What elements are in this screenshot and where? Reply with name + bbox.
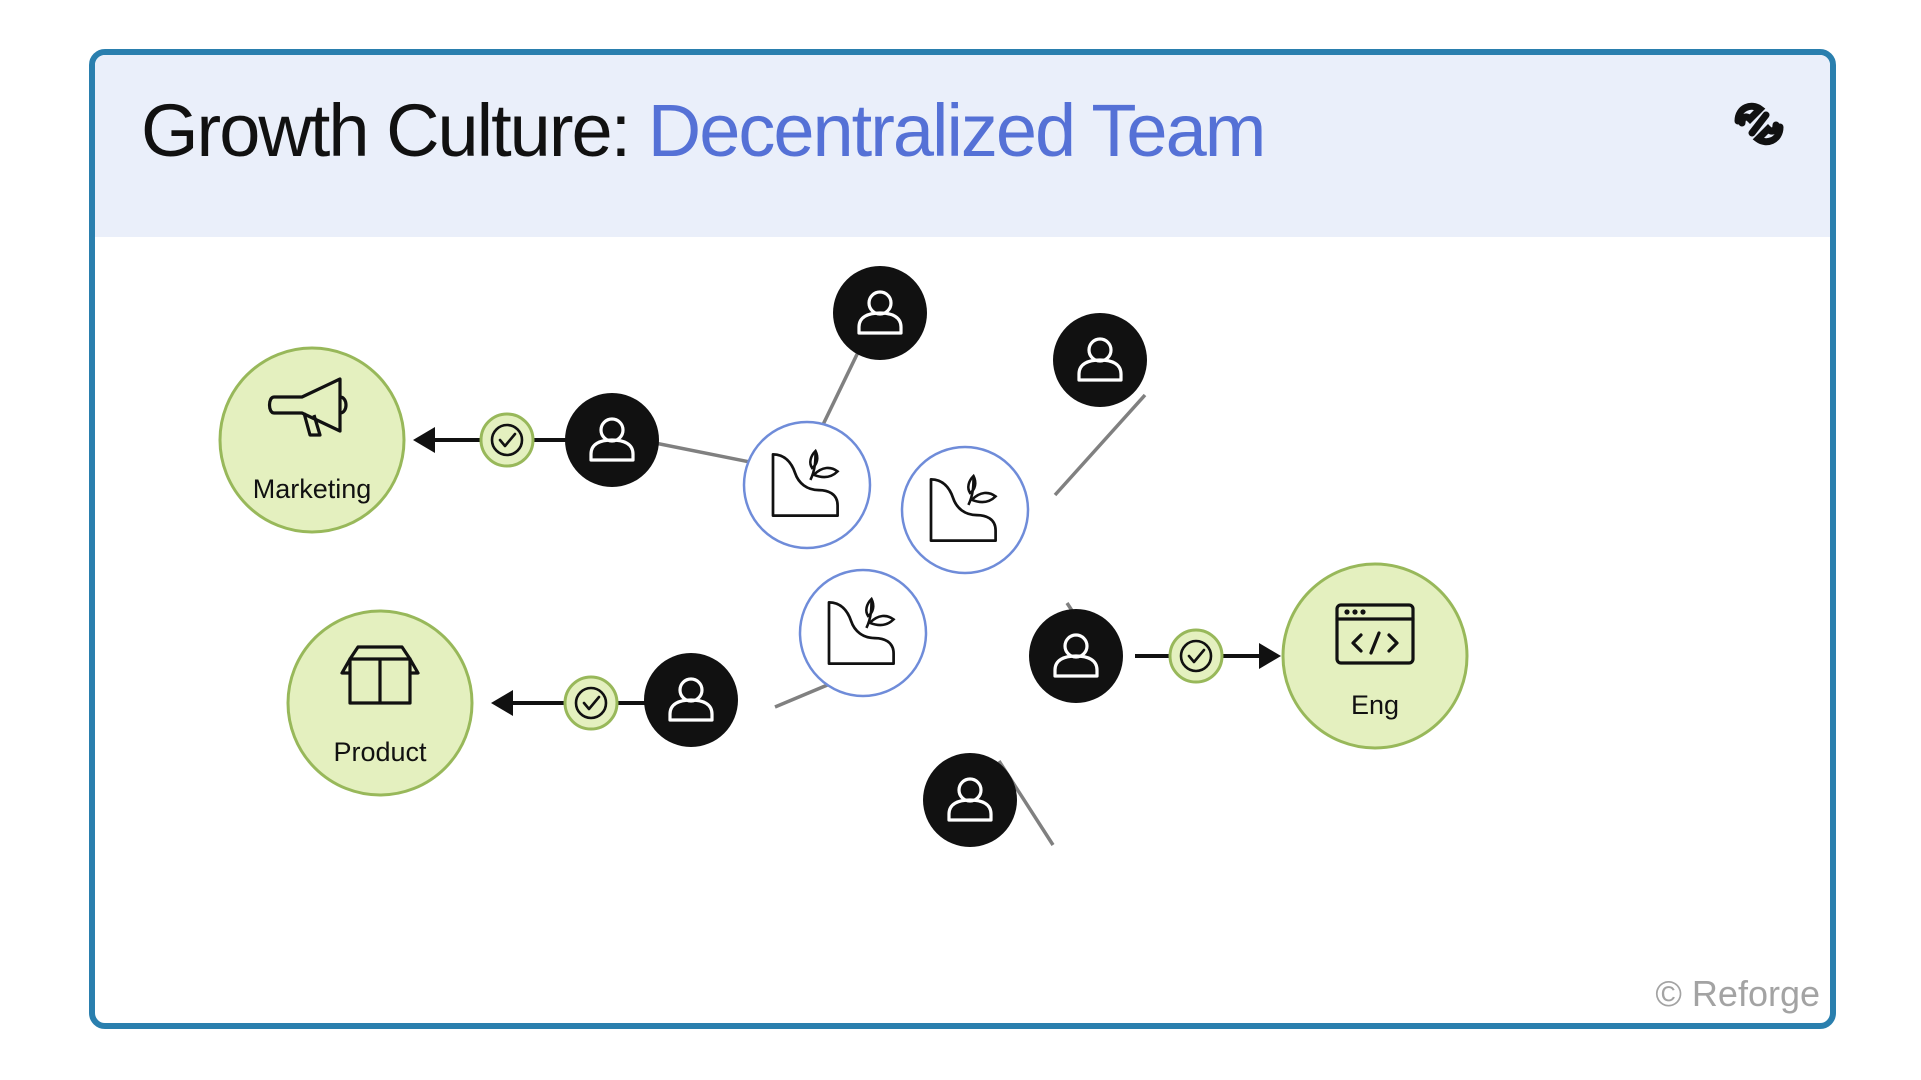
page-title: Growth Culture: Decentralized Team bbox=[141, 87, 1267, 176]
title-main: Growth Culture: bbox=[141, 89, 648, 172]
person-node bbox=[1029, 609, 1123, 703]
checkmark-icon bbox=[1168, 628, 1224, 684]
hub-node bbox=[742, 420, 872, 550]
person-node bbox=[644, 653, 738, 747]
header-band: Growth Culture: Decentralized Team bbox=[95, 55, 1830, 237]
team-label-product: Product bbox=[333, 737, 427, 767]
person-node bbox=[565, 393, 659, 487]
checkmark-icon bbox=[563, 675, 619, 731]
team-node-eng: Eng bbox=[1281, 562, 1469, 750]
person-node bbox=[1053, 313, 1147, 407]
title-accent: Decentralized Team bbox=[647, 89, 1267, 172]
code-window-icon bbox=[1335, 603, 1415, 665]
team-label-marketing: Marketing bbox=[253, 474, 372, 504]
team-node-product: Product bbox=[286, 609, 474, 797]
hub-node bbox=[900, 445, 1030, 575]
reforge-logo-icon bbox=[1734, 102, 1784, 146]
connector-line bbox=[639, 438, 766, 467]
arrow-eng bbox=[1135, 643, 1281, 669]
reforge-credit: © Reforge bbox=[1655, 973, 1820, 1014]
checkmark-icon bbox=[479, 412, 535, 468]
diagram-card: Growth Culture: Decentralized Team bbox=[89, 49, 1836, 1029]
team-label-eng: Eng bbox=[1351, 690, 1399, 720]
growth-diagram: Marketing Product bbox=[218, 266, 1469, 847]
person-node bbox=[923, 753, 1017, 847]
connector-line bbox=[1053, 393, 1147, 497]
box-icon bbox=[340, 645, 420, 705]
person-node bbox=[833, 266, 927, 360]
megaphone-icon bbox=[267, 377, 348, 437]
team-node-marketing: Marketing bbox=[218, 346, 406, 534]
hub-node bbox=[798, 568, 928, 698]
